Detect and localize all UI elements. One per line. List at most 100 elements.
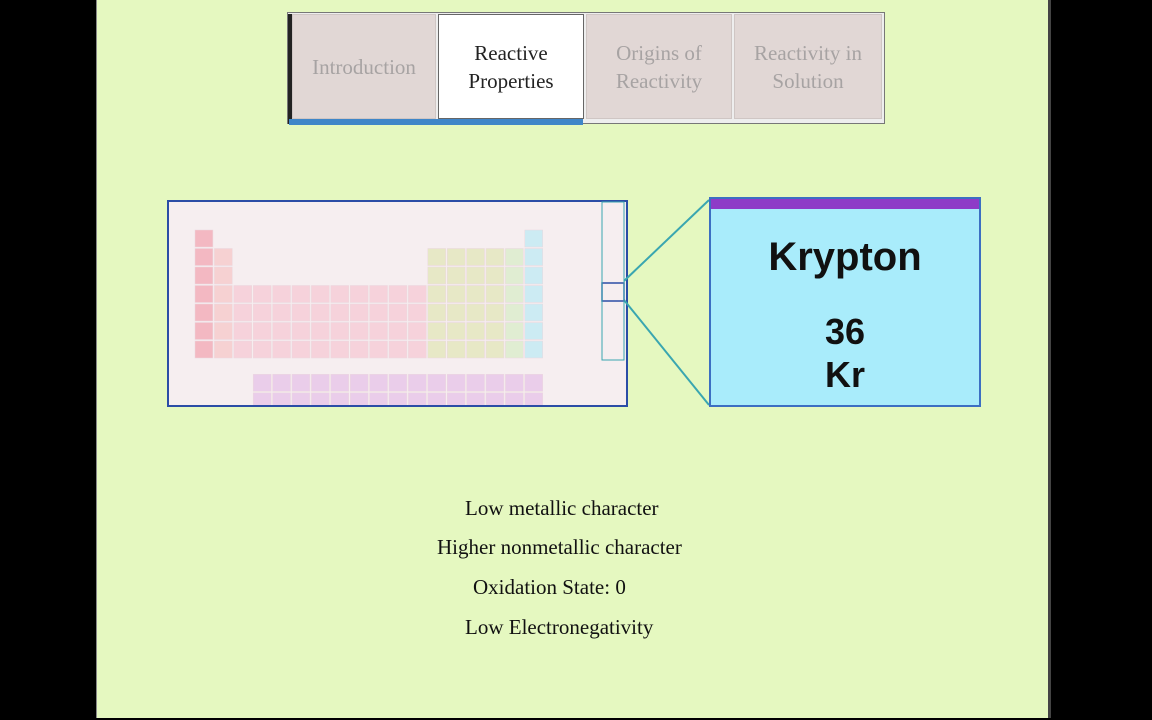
pt-cell [330,322,349,340]
pt-cell [505,248,524,266]
tab-introduction[interactable]: Introduction [292,14,436,119]
pt-fblock-cell [505,392,524,405]
pt-fblock-cell [369,374,388,392]
pt-fblock-cell [485,374,505,392]
pt-cell [194,248,214,266]
pt-cell [194,340,214,359]
pt-cell [408,303,427,322]
pt-cell [485,303,505,322]
pt-cell [194,285,214,303]
pt-cell [369,303,388,322]
pt-cell [311,285,330,303]
pt-fblock-cell [408,392,427,405]
tab-label: Properties [468,68,554,93]
pt-cell [524,303,543,322]
pt-fblock-cell [291,374,311,392]
pt-fblock-cell [524,392,543,405]
pt-cell [272,340,291,359]
tab-label: Reactivity [615,68,703,93]
pt-fblock-cell [272,392,291,405]
pt-cell [194,266,214,285]
periodic-table-thumbnail[interactable] [167,200,628,407]
pt-fblock-cell [485,392,505,405]
tab-bar-shadow [288,14,292,124]
pt-fblock-cell [388,374,408,392]
pt-cell [427,322,446,340]
element-name: Krypton [768,235,922,279]
property-nonmetallic: Higher nonmetallic character [437,535,682,559]
pt-cell [524,340,543,359]
pt-cell [485,322,505,340]
pt-cell [311,303,330,322]
pt-fblock-cell [524,374,543,392]
tab-label: Origins of [616,40,702,65]
pt-cell [505,340,524,359]
pt-cell [233,340,252,359]
pt-fblock-cell [330,392,349,405]
element-card: Krypton 36 Kr [709,197,981,407]
tab-origins-of-reactivity[interactable]: Origins of Reactivity [586,14,732,119]
pt-cell [330,303,349,322]
pt-cell [214,266,233,285]
pt-fblock-cell [446,392,466,405]
pt-cell [466,340,485,359]
pt-cell [272,322,291,340]
pt-cell [485,285,505,303]
pt-cell [369,322,388,340]
pt-cell [272,285,291,303]
pt-cell [388,303,408,322]
pt-fblock-cell [466,374,485,392]
pt-fblock-cell [291,392,311,405]
pt-cell [330,340,349,359]
pt-cell [349,340,369,359]
property-electronegativity: Low Electronegativity [465,615,654,639]
pt-fblock-cell [446,374,466,392]
pt-cell [408,322,427,340]
property-oxidation-state: Oxidation State: 0 [473,575,626,599]
pt-cell [427,266,446,285]
pt-cell [505,266,524,285]
pt-cell [214,248,233,266]
pt-fblock-cell [505,374,524,392]
pt-fblock-cell [252,392,272,405]
pt-cell [252,322,272,340]
element-category-bar [711,199,979,209]
pt-cell [505,303,524,322]
pt-cell [311,322,330,340]
pt-fblock-cell [427,374,446,392]
pt-cell [388,322,408,340]
pt-cell [252,285,272,303]
pt-cell [291,285,311,303]
pt-cell [485,266,505,285]
pt-cell [408,285,427,303]
pt-cell [466,322,485,340]
pt-fblock-cell [330,374,349,392]
pt-cell [446,322,466,340]
pt-cell [446,285,466,303]
pt-cell [408,340,427,359]
zoom-line-top [623,199,710,282]
zoom-line-bottom [623,299,710,406]
pt-cell [349,285,369,303]
pt-cell [524,248,543,266]
pt-cell [505,285,524,303]
property-metallic: Low metallic character [465,496,659,520]
pt-cell [524,266,543,285]
pt-cell [252,340,272,359]
pt-fblock-cell [388,392,408,405]
element-symbol: Kr [824,354,865,395]
pt-fblock-cell [252,374,272,392]
pt-cell [466,248,485,266]
tab-label: Reactivity in [754,40,862,65]
pt-cell [505,322,524,340]
pt-cell [446,248,466,266]
pt-cell [233,322,252,340]
pt-cell [427,303,446,322]
pt-cell [349,303,369,322]
pt-fblock-cell [272,374,291,392]
pt-fblock-cell [349,392,369,405]
